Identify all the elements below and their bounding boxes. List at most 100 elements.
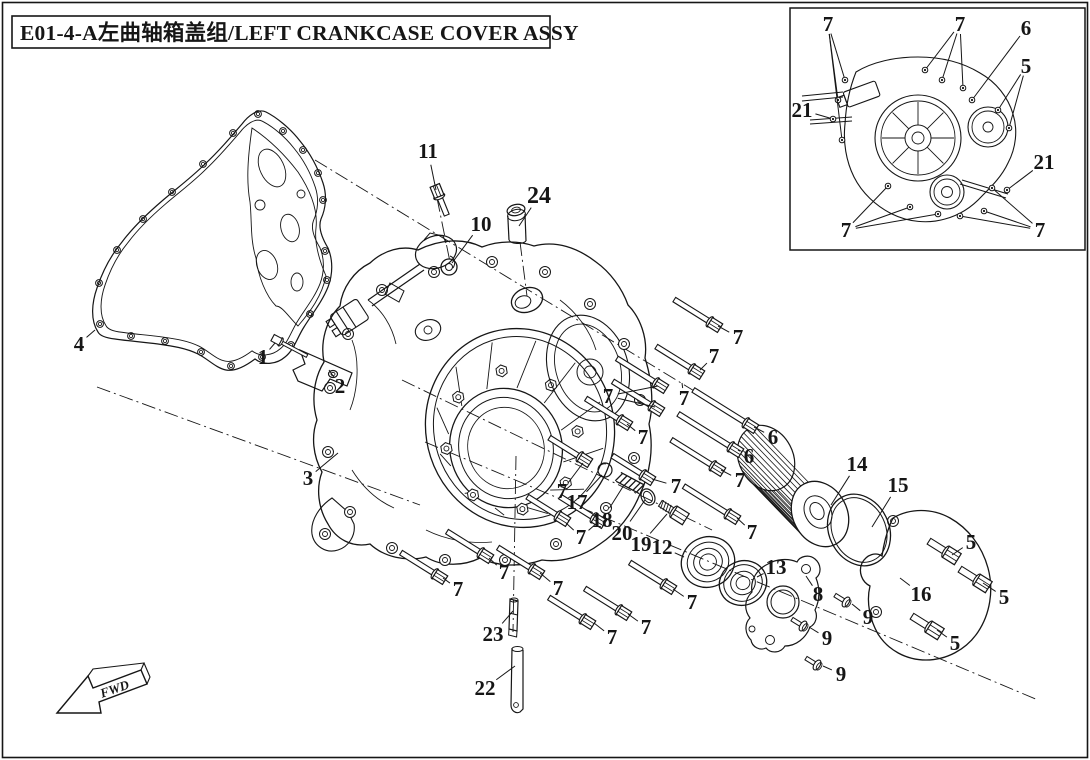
- check-ball-spring: [597, 462, 656, 506]
- crankcase-cover: [311, 240, 653, 566]
- callout-7: 7: [453, 577, 464, 601]
- callout-15: 15: [888, 473, 909, 497]
- callout-1: 1: [258, 345, 269, 369]
- inset-panel: 7 7 6 5 21 21 7 7: [789, 7, 1086, 251]
- bolt-eleven: [429, 182, 450, 217]
- bolt-hex: [654, 343, 706, 381]
- bolt-five: [909, 612, 946, 641]
- callout-7: 7: [607, 625, 618, 649]
- bolt-hex: [546, 594, 597, 631]
- bolt-hex: [676, 411, 745, 459]
- callout-5: 5: [999, 585, 1010, 609]
- bolt-one: [270, 333, 309, 359]
- callout-2: 2: [335, 374, 346, 398]
- bolt-hex: [398, 549, 449, 586]
- callout-7: 7: [641, 615, 652, 639]
- callout-9: 9: [822, 626, 833, 650]
- bolt-hex: [557, 493, 608, 530]
- callout-16: 16: [911, 582, 932, 606]
- bolt-hex: [691, 387, 760, 435]
- inset-callouts: 7 7 6 5 21 21 7 7: [792, 12, 1055, 242]
- callout-7: 7: [1035, 218, 1046, 242]
- callout-7: 7: [687, 590, 698, 614]
- callout-10: 10: [471, 212, 492, 236]
- bolt-hardware: [270, 182, 994, 671]
- oil-filter: [736, 424, 850, 548]
- bolt-plug: [657, 499, 691, 526]
- bolt-hex: [525, 493, 572, 528]
- title-box: E01-4-A左曲轴箱盖组/LEFT CRANKCASE COVER ASSY: [11, 15, 579, 49]
- callout-5: 5: [966, 530, 977, 554]
- callout-7: 7: [955, 12, 966, 36]
- callout-12: 12: [652, 535, 673, 559]
- callout-7: 7: [603, 384, 614, 408]
- callout-18: 18: [592, 508, 613, 532]
- bolt-hex: [547, 434, 594, 469]
- cover-casting-lines: [349, 299, 597, 543]
- retainer-plate: [745, 555, 821, 653]
- callout-9: 9: [863, 605, 874, 629]
- bolt-hex: [627, 559, 678, 596]
- callout-3: 3: [303, 466, 314, 490]
- inset-cover-drawing: [801, 56, 1017, 223]
- callout-24: 24: [527, 183, 551, 209]
- bolt-hex: [669, 436, 727, 478]
- bolt-hex: [672, 296, 724, 334]
- callout-7: 7: [823, 12, 834, 36]
- callout-13: 13: [766, 555, 787, 579]
- cover-edge-lugs: [322, 256, 646, 566]
- callout-7: 7: [557, 479, 568, 503]
- bolt-hex: [495, 544, 546, 581]
- cover-hex-bosses: [440, 364, 584, 516]
- callout-7: 7: [576, 525, 587, 549]
- callout-6: 6: [744, 444, 755, 468]
- bolt-five: [926, 537, 963, 566]
- breather-cap: [506, 203, 527, 244]
- bolt-hex: [614, 355, 670, 395]
- page-title: E01-4-A左曲轴箱盖组/LEFT CRANKCASE COVER ASSY: [20, 20, 579, 45]
- callout-6: 6: [768, 425, 779, 449]
- filter-cover: [859, 509, 992, 661]
- callout-17: 17: [567, 490, 588, 514]
- bolt-hex: [582, 585, 633, 622]
- bolt-hex: [681, 483, 742, 526]
- callout-23: 23: [483, 622, 504, 646]
- bolt-hex: [583, 395, 634, 432]
- gasket: [92, 110, 333, 371]
- bolt-nine: [790, 616, 809, 632]
- gasket-bolt-holes: [95, 110, 331, 370]
- axis-lines: [96, 159, 1039, 701]
- gear-sensor: [325, 232, 458, 338]
- callout-7: 7: [553, 576, 564, 600]
- bolt-hex: [444, 528, 495, 565]
- bolt-nine: [804, 655, 823, 671]
- callout-21: 21: [1034, 150, 1055, 174]
- callout-22: 22: [475, 676, 496, 700]
- bearing: [680, 535, 736, 589]
- callout-11: 11: [418, 139, 438, 163]
- callout-7: 7: [638, 425, 649, 449]
- callout-21: 21: [792, 98, 813, 122]
- push-rod: [510, 646, 524, 714]
- filter-oring: [826, 493, 892, 567]
- callout-7: 7: [671, 474, 682, 498]
- callout-7: 7: [735, 468, 746, 492]
- callout-6: 6: [1021, 16, 1032, 40]
- bolt-nine: [833, 592, 852, 608]
- callout-8: 8: [813, 582, 824, 606]
- callout-7: 7: [709, 344, 720, 368]
- callout-7: 7: [841, 218, 852, 242]
- callout-19: 19: [631, 532, 652, 556]
- callout-7: 7: [733, 325, 744, 349]
- callout-20: 20: [612, 521, 633, 545]
- callout-9: 9: [836, 662, 847, 686]
- callout-7: 7: [747, 520, 758, 544]
- callout-7: 7: [679, 386, 690, 410]
- callout-5: 5: [1021, 54, 1032, 78]
- callout-4: 4: [74, 332, 85, 356]
- callout-7: 7: [499, 560, 510, 584]
- callout-5: 5: [950, 631, 961, 655]
